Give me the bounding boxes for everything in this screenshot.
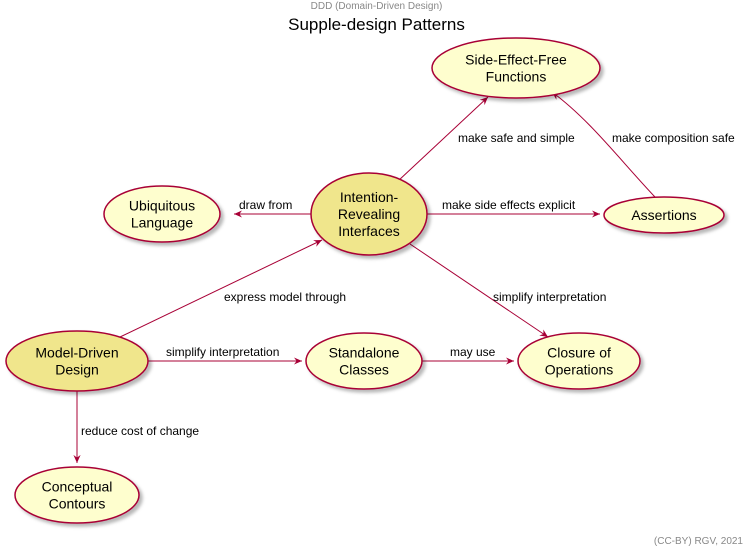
edge-intention-revealing-to-assertions: make side effects explicit: [427, 198, 600, 218]
edge-label: draw from: [239, 198, 292, 212]
diagram-header: DDD (Domain-Driven Design): [310, 1, 443, 12]
edge-intention-revealing-to-side-effect-free: make safe and simple: [397, 96, 575, 182]
node-label-line: Closure of: [547, 345, 611, 361]
edge-arrow: [551, 91, 656, 198]
node-assertions: Assertions: [603, 196, 725, 234]
node-shape: [103, 185, 221, 243]
node-label-line: Classes: [339, 362, 389, 378]
edge-model-driven-to-conceptual-contours: reduce cost of change: [73, 391, 199, 463]
edge-arrow: [119, 239, 323, 338]
node-label-line: Revealing: [338, 206, 400, 222]
edge-arrow: [409, 243, 549, 338]
edge-label: make side effects explicit: [442, 198, 576, 212]
edge-arrow: [397, 96, 489, 182]
diagram-title: Supple-design Patterns: [288, 15, 465, 34]
edge-label: simplify interpretation: [493, 290, 606, 304]
edge-intention-revealing-to-closure-of-operations: simplify interpretation: [409, 243, 606, 338]
node-shape: [14, 466, 140, 524]
node-label-line: Standalone: [329, 345, 400, 361]
node-shape: [305, 332, 423, 390]
node-label-line: Ubiquitous: [129, 198, 195, 214]
node-shape: [5, 330, 149, 392]
node-shape: [517, 332, 641, 390]
node-label-line: Model-Driven: [35, 345, 118, 361]
edge-model-driven-to-intention-revealing: express model through: [119, 239, 346, 338]
edge-label: reduce cost of change: [81, 424, 199, 438]
edge-standalone-classes-to-closure-of-operations: may use: [422, 345, 514, 365]
node-label-line: Functions: [486, 69, 547, 85]
node-label-line: Intention-: [340, 189, 399, 205]
node-label-line: Side-Effect-Free: [465, 52, 567, 68]
edge-label: make composition safe: [612, 131, 735, 145]
node-label-line: Conceptual: [42, 479, 113, 495]
node-label-line: Contours: [49, 496, 106, 512]
edge-intention-revealing-to-ubiquitous-language: draw from: [234, 198, 311, 218]
diagram-footer: (CC-BY) RGV, 2021: [653, 536, 743, 547]
node-shape: [431, 37, 601, 99]
edge-label: may use: [450, 345, 496, 359]
edge-label: make safe and simple: [458, 131, 575, 145]
edge-assertions-to-side-effect-free: make composition safe: [551, 91, 735, 198]
edge-label: express model through: [224, 290, 346, 304]
node-label-line: Language: [131, 215, 194, 231]
node-shape: [603, 196, 725, 234]
node-label-line: Operations: [545, 362, 613, 378]
node-label-line: Interfaces: [338, 223, 399, 239]
node-label-line: Design: [55, 362, 99, 378]
edge-model-driven-to-standalone-classes: simplify interpretation: [148, 345, 302, 365]
node-shape: [310, 172, 428, 256]
edge-label: simplify interpretation: [166, 345, 279, 359]
node-label-line: Assertions: [631, 207, 696, 223]
